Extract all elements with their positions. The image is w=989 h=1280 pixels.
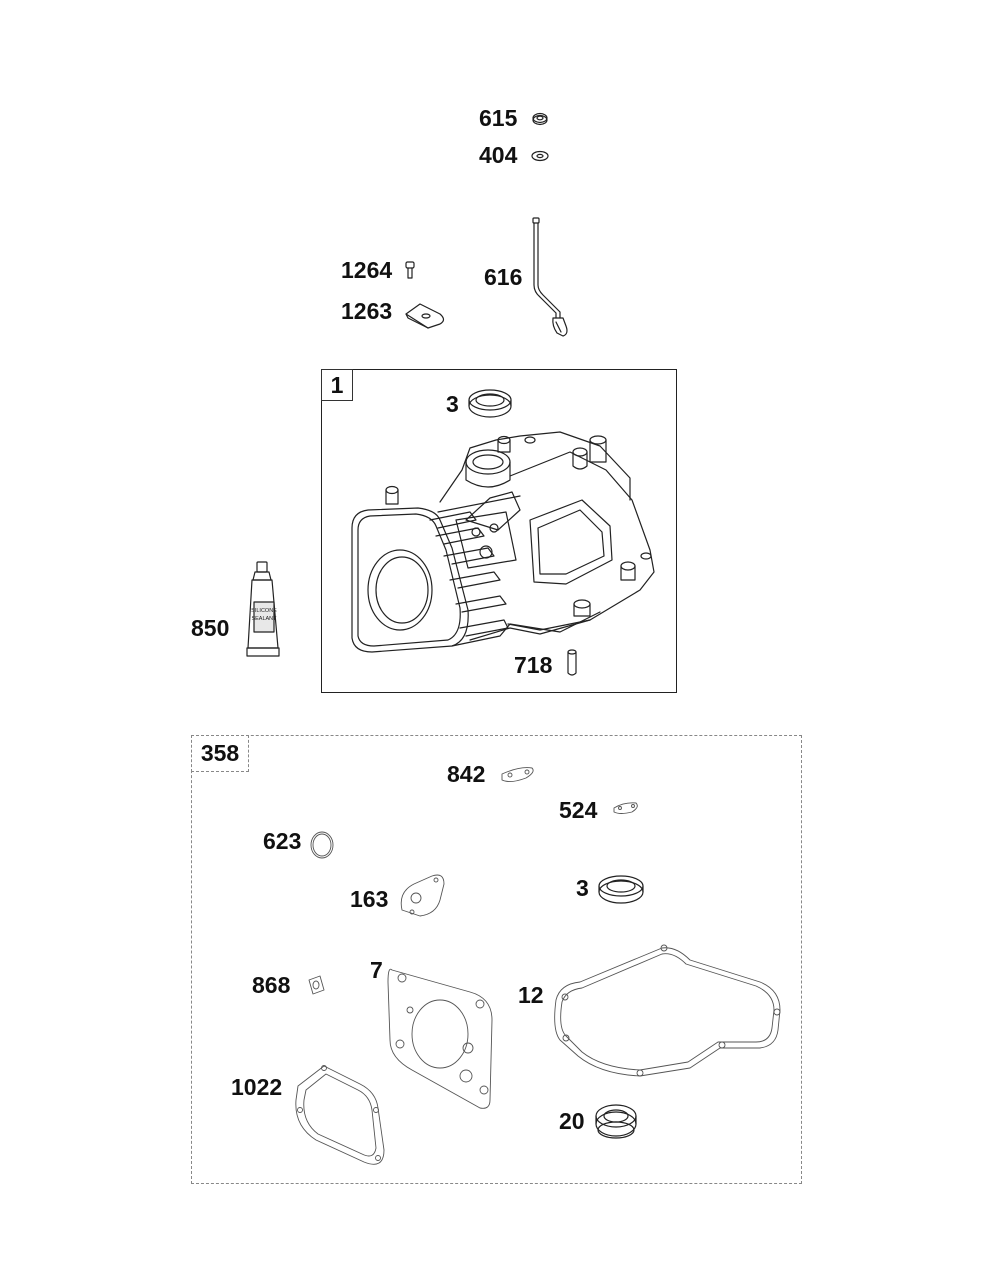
part-label-163: 163 [350,886,389,912]
o-ring-623-drawing [310,831,334,859]
part-label-1022: 1022 [231,1074,283,1100]
dipstick-tube-616-drawing [532,217,568,337]
part-label-12: 12 [518,982,544,1008]
part-label-850: 850 [191,615,230,641]
gasket-set-box [191,735,802,1184]
part-label-3-kit: 3 [576,875,589,901]
crankcase-gasket-12-drawing [554,944,781,1077]
gasket-842-drawing [501,767,534,783]
oil-seal-3-drawing [468,389,512,418]
gasket-set-label: 358 [191,735,249,772]
sealant-tube-850-drawing [246,561,280,657]
part-label-1263: 1263 [341,298,393,324]
tube-text-line-2: SEALANT [251,616,277,622]
part-label-3-top: 3 [446,391,459,417]
part-label-615: 615 [479,105,518,131]
oil-seal-20-drawing [595,1104,637,1139]
part-label-1264: 1264 [341,257,393,283]
part-label-616: 616 [484,264,523,290]
engine-assembly-box [321,369,677,693]
part-label-524: 524 [559,797,598,823]
part-label-20: 20 [559,1108,585,1134]
bolt-1264-drawing [405,261,415,279]
part-label-623: 623 [263,828,302,854]
kit-oil-seal-3-drawing [598,875,644,904]
part-label-7: 7 [370,957,383,983]
gasket-524-drawing [613,802,638,814]
gasket-163-drawing [400,874,445,917]
part-label-868: 868 [252,972,291,998]
engine-block-drawing [351,431,655,653]
nut-615-drawing [532,112,548,126]
washer-404-drawing [531,150,549,162]
dowel-pin-718-drawing [567,649,577,676]
gasket-1022-drawing [295,1065,385,1165]
engine-assembly-label: 1 [321,369,353,401]
head-gasket-7-drawing [387,968,493,1109]
tube-text-line-1: SILICONE [251,608,277,614]
part-label-842: 842 [447,761,486,787]
part-label-404: 404 [479,142,518,168]
fitting-868-drawing [308,975,325,995]
bracket-1263-drawing [405,303,445,329]
part-label-718: 718 [514,652,553,678]
